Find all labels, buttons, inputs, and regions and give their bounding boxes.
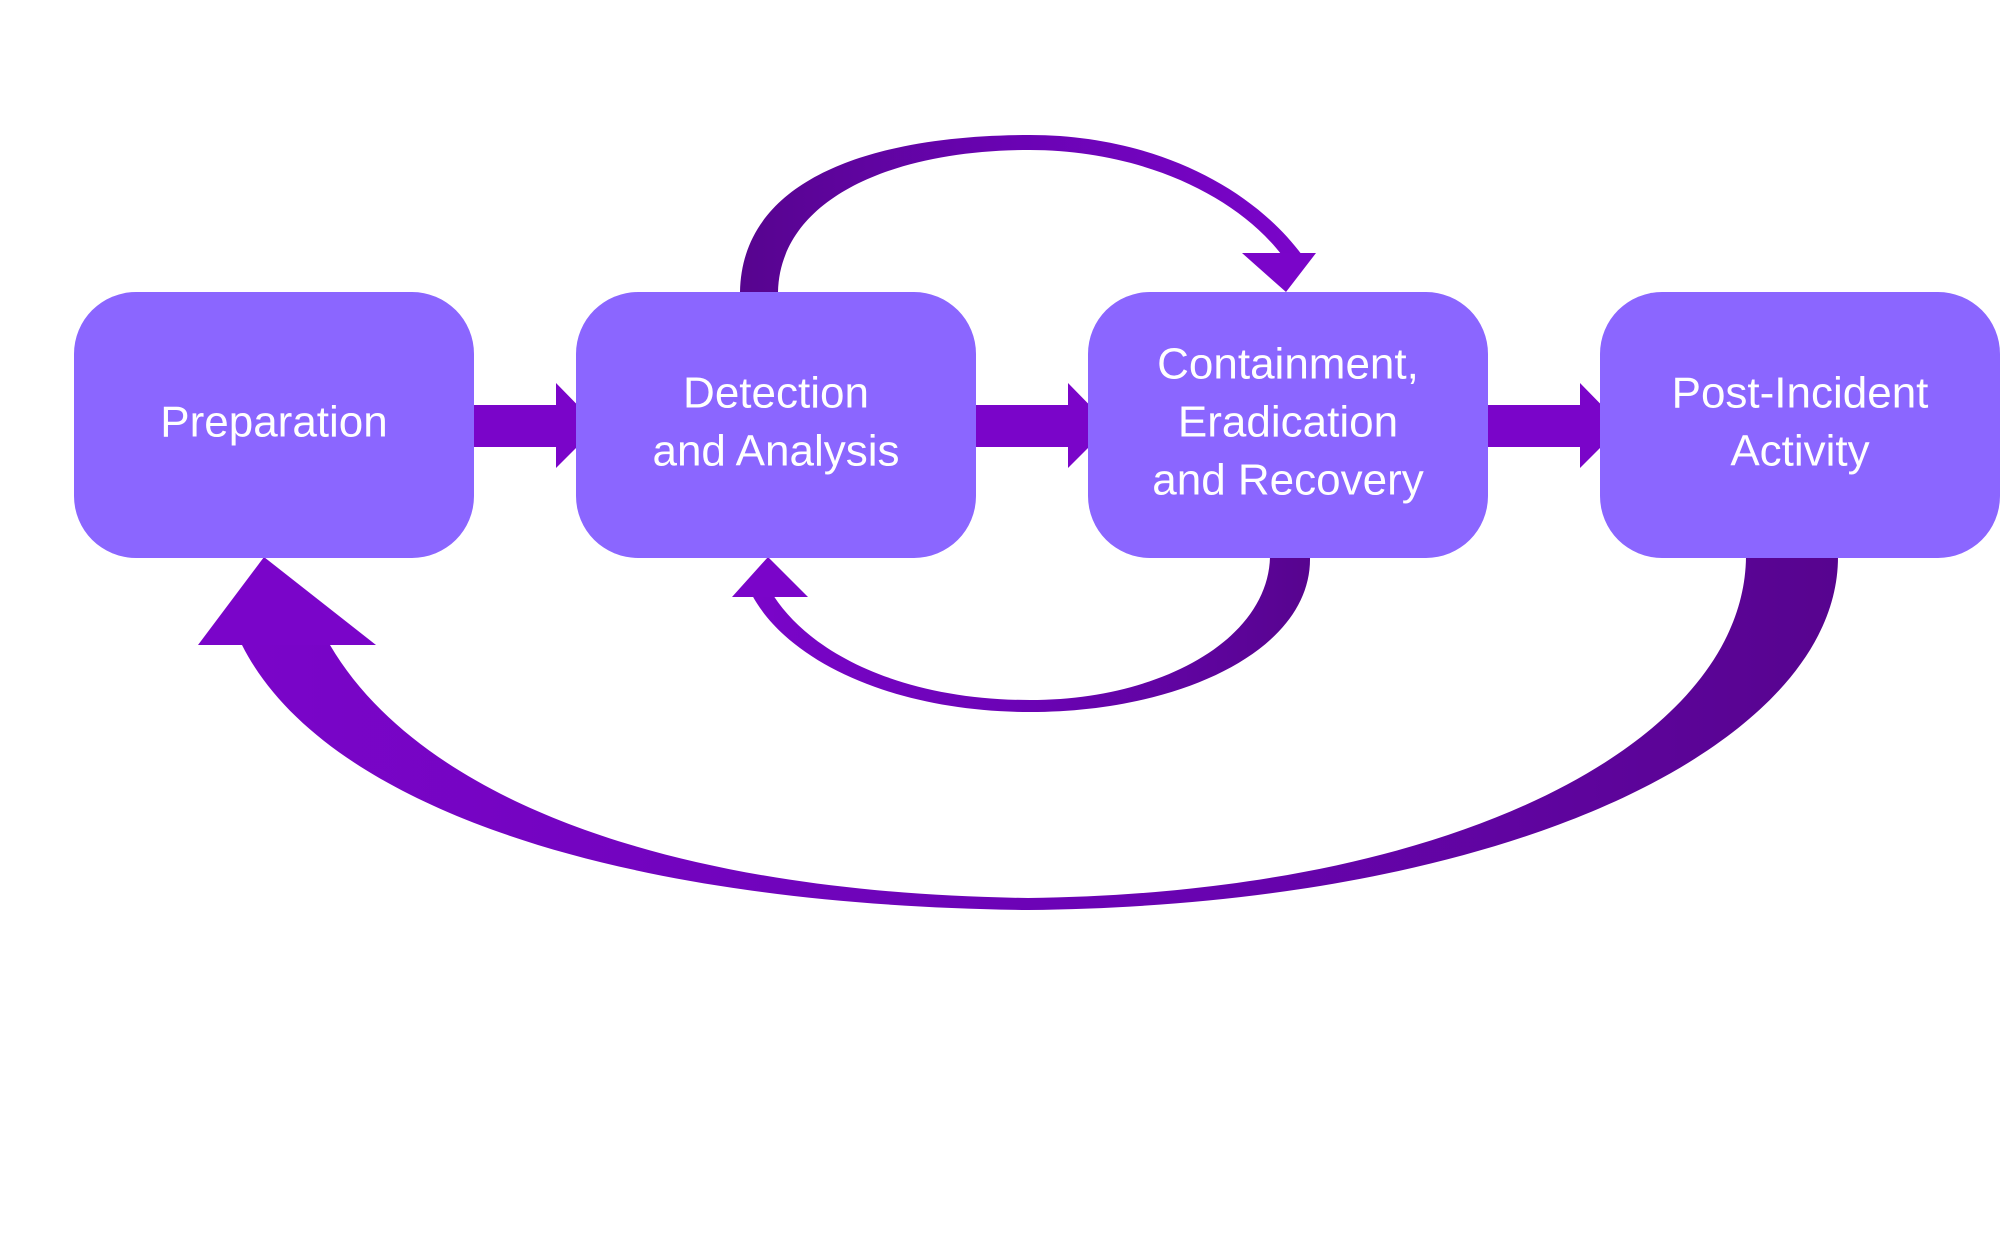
arrow-preparation-to-detection: [472, 383, 598, 468]
arrow-detection-to-containment: [974, 383, 1110, 468]
feedback-arrow-post-incident-to-preparation: [198, 557, 1838, 910]
stage-box: [1088, 292, 1488, 558]
stage-containment-eradication-recovery: Containment, Eradication and Recovery: [1088, 292, 1488, 558]
stage-box: [1600, 292, 2000, 558]
stage-label-line-2: Eradication: [1178, 398, 1398, 447]
arrow-containment-to-post-incident: [1488, 383, 1622, 468]
loop-arrow-detection-to-containment: [740, 135, 1316, 292]
stage-detection-and-analysis: Detection and Analysis: [576, 292, 976, 558]
stage-label-line-2: Activity: [1730, 427, 1869, 476]
loop-arrow-head-top: [1242, 253, 1316, 292]
loop-arrow-containment-to-detection: [732, 557, 1311, 712]
loop-arrow-body-top: [740, 135, 1302, 292]
stage-label-line-1: Detection: [683, 369, 869, 418]
feedback-arrow-body: [242, 557, 1838, 910]
stage-label: Preparation: [160, 398, 387, 447]
feedback-arrow-head: [198, 557, 376, 645]
stage-preparation: Preparation: [74, 292, 474, 558]
stage-label-line-2: and Analysis: [652, 427, 899, 476]
stage-label-line-1: Containment,: [1157, 340, 1419, 389]
stage-label-line-3: and Recovery: [1152, 456, 1423, 505]
stage-post-incident-activity: Post-Incident Activity: [1600, 292, 2000, 558]
stage-box: [576, 292, 976, 558]
loop-arrow-head-bottom: [732, 557, 808, 597]
stage-label-line-1: Post-Incident: [1672, 369, 1929, 418]
loop-arrow-body-bottom: [752, 557, 1311, 712]
stage-box: [74, 292, 474, 558]
